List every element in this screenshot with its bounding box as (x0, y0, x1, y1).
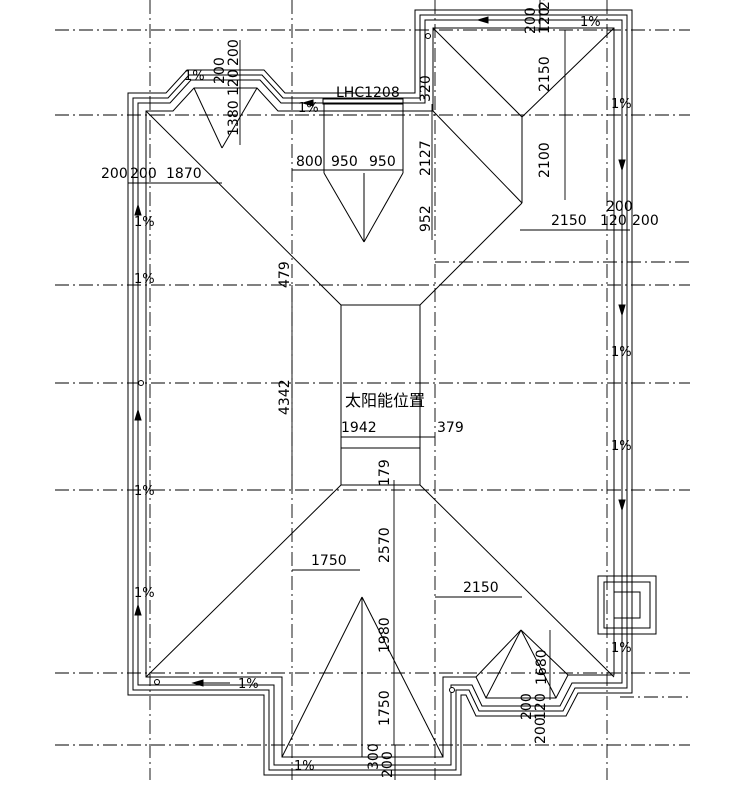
dim-label: 1870 (166, 166, 202, 182)
dim-label: 179 (377, 459, 393, 486)
slope-mark: 1% (238, 677, 259, 692)
slope-mark: 1% (184, 69, 205, 84)
slope-mark: 1% (611, 345, 632, 360)
dim-label: 800 (296, 154, 323, 170)
slope-mark: 1% (134, 586, 155, 601)
dim-label: 200 (606, 199, 633, 215)
slope-mark: 1% (134, 215, 155, 230)
slope-mark: 1% (298, 101, 319, 116)
dimension-lines (128, 0, 630, 780)
dim-label: 2570 (377, 527, 393, 563)
dim-label: 120 (533, 693, 549, 720)
dim-label: 2127 (418, 140, 434, 176)
dim-label: 320 (418, 75, 434, 102)
solar-location-label: 太阳能位置 (345, 391, 425, 410)
dim-label: 2150 (551, 213, 587, 229)
dim-label: 379 (437, 420, 464, 436)
drain-circles (138, 33, 455, 693)
dim-label: 120 (537, 7, 553, 34)
dim-label: 1980 (377, 617, 393, 653)
slope-mark: 1% (611, 439, 632, 454)
dim-label: 2100 (537, 142, 553, 178)
dimension-labels: 200 200 1870 800 950 950 2150 200 120 20… (101, 154, 659, 596)
slope-arrows (134, 16, 626, 687)
dim-label: 300 (366, 743, 382, 770)
dim-label: 952 (418, 205, 434, 232)
dim-label: 200 (533, 717, 549, 744)
dim-label: 200 (537, 0, 553, 10)
dim-label: 950 (331, 154, 358, 170)
dim-label: 200 (212, 57, 228, 84)
dim-label: 200 (519, 693, 535, 720)
dim-label: 1750 (311, 553, 347, 569)
slope-mark: 1% (294, 759, 315, 774)
dim-label: 950 (369, 154, 396, 170)
dim-label: 200 (101, 166, 128, 182)
dim-label: 200 (130, 166, 157, 182)
slope-mark: 1% (611, 641, 632, 656)
dim-label: 120 (600, 213, 627, 229)
dim-label: 1942 (341, 420, 377, 436)
dim-label: 200 (380, 751, 396, 778)
dim-label: 200 (523, 7, 539, 34)
slope-labels: 1% 1% 1% 1% 1% 1% 1% 1% 1% 1% 1% 1% 1% (134, 15, 632, 774)
dim-label: 2150 (463, 580, 499, 596)
slope-mark: 1% (580, 15, 601, 30)
dim-label: 1750 (377, 690, 393, 726)
dim-label: 4342 (277, 379, 293, 415)
dim-label: 479 (277, 261, 293, 288)
dim-label: 200 (632, 213, 659, 229)
slope-mark: 1% (134, 484, 155, 499)
window-tag: LHC1208 (336, 85, 400, 101)
dim-label: 2150 (537, 56, 553, 92)
slope-mark: 1% (134, 272, 155, 287)
dim-label: 200 (226, 39, 242, 66)
vertical-dimension-labels: 200 200 120 1380 320 2127 952 200 120 20… (212, 0, 553, 778)
dim-label: 1380 (226, 100, 242, 136)
dim-label: 1680 (534, 649, 550, 685)
slope-mark: 1% (611, 97, 632, 112)
axis-grid (55, 0, 690, 780)
dim-label: 120 (226, 69, 242, 96)
roof-ridges (145, 27, 615, 758)
downspout-box (597, 575, 657, 635)
